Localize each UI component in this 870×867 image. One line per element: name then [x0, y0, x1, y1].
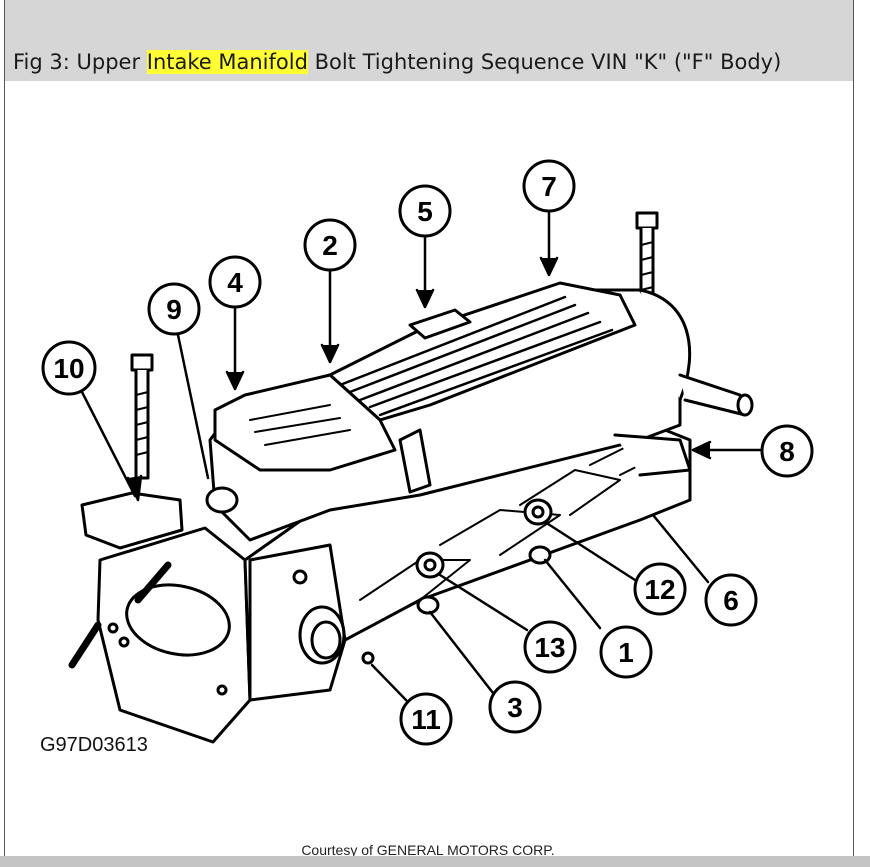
- callout-8-label: 8: [779, 436, 795, 467]
- courtesy-credit: Courtesy of GENERAL MOTORS CORP.: [301, 842, 555, 858]
- callout-13-label: 13: [534, 632, 565, 663]
- leader-3: [428, 610, 495, 695]
- throttle-body-flange: [96, 526, 252, 744]
- callout-1-label: 1: [618, 637, 634, 668]
- boss-13: [415, 551, 445, 579]
- callout-6: 6: [704, 573, 758, 627]
- callout-9-label: 9: [166, 294, 182, 325]
- callout-12: 12: [633, 562, 687, 616]
- callouts: 1 2 3 4 5 6 7 8: [41, 159, 814, 746]
- figure-id: G97D03613: [40, 734, 148, 756]
- front-arch: [398, 428, 432, 494]
- callout-2: 2: [303, 218, 357, 272]
- callout-7-label: 7: [541, 171, 557, 202]
- callout-7: 7: [522, 159, 576, 213]
- stud-upper: [134, 561, 172, 604]
- side-sensor: [298, 605, 346, 665]
- callout-13: 13: [523, 620, 577, 674]
- caption-bar: Fig 3: Upper Intake Manifold Bolt Tighte…: [5, 0, 853, 81]
- caption-highlight: Intake Manifold: [146, 50, 308, 74]
- callout-1: 1: [599, 625, 653, 679]
- boss-12: [523, 498, 553, 526]
- leader-lines: [80, 211, 762, 702]
- vacuum-tube: [678, 373, 747, 417]
- bracket: [613, 433, 692, 477]
- bolt-10: [130, 353, 154, 480]
- leader-11: [370, 663, 408, 702]
- callout-3-label: 3: [507, 692, 523, 723]
- leader-10: [80, 390, 137, 498]
- leader-6: [651, 513, 710, 584]
- callout-3: 3: [488, 680, 542, 734]
- leader-12: [543, 520, 637, 582]
- leader-13: [438, 573, 529, 632]
- throttle-bore: [125, 583, 231, 657]
- left-casting: [213, 373, 397, 472]
- leader-9: [176, 333, 210, 480]
- callout-11-label: 11: [411, 704, 441, 735]
- callout-5: 5: [398, 184, 452, 238]
- stud-left: [68, 621, 102, 669]
- callout-9: 9: [147, 282, 201, 336]
- callout-4: 4: [208, 255, 262, 309]
- sensor-housing: [80, 491, 184, 550]
- callout-11: 11: [399, 692, 453, 746]
- callout-4-label: 4: [227, 267, 243, 298]
- callout-10: 10: [41, 340, 97, 396]
- caption-suffix: Bolt Tightening Sequence VIN "K" ("F" Bo…: [307, 50, 782, 74]
- callout-6-label: 6: [723, 585, 739, 616]
- callout-10-label: 10: [53, 353, 84, 384]
- callout-8: 8: [760, 424, 814, 478]
- callout-12-label: 12: [644, 574, 675, 605]
- bottom-strip: [0, 856, 870, 867]
- leader-1: [543, 558, 602, 630]
- manifold-drawing: [68, 211, 754, 744]
- callout-5-label: 5: [417, 196, 433, 227]
- boss-3: [416, 595, 440, 615]
- boss-9: [205, 486, 239, 514]
- top-boss: [408, 308, 472, 340]
- figure-caption: Fig 3: Upper Intake Manifold Bolt Tighte…: [13, 50, 781, 74]
- caption-prefix: Fig 3: Upper: [13, 50, 147, 74]
- callout-2-label: 2: [322, 230, 338, 261]
